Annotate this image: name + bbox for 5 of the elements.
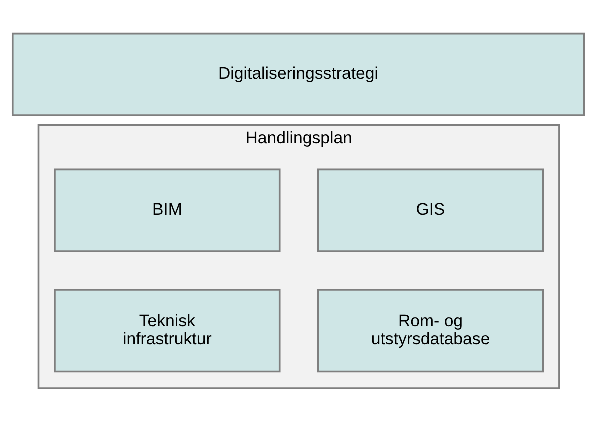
node-box: BIM — [54, 168, 281, 252]
node-box: GIS — [317, 168, 544, 252]
node-box: Teknisk infrastruktur — [54, 289, 281, 373]
node-box: Digitaliseringsstrategi — [12, 32, 586, 116]
node-box: Rom- og utstyrsdatabase — [317, 289, 544, 373]
